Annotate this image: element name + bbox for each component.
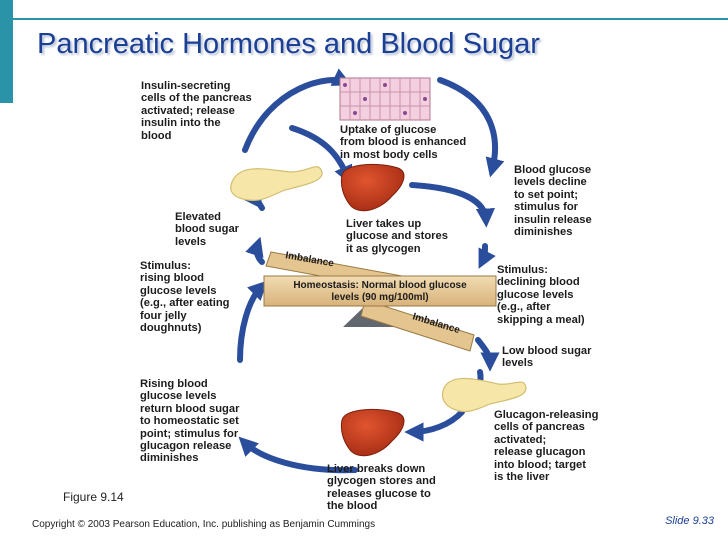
balance-board-homeostasis — [263, 275, 497, 307]
label-liver-takes-up: Liver takes up glucose and stores it as … — [346, 218, 448, 255]
balance-board-imbalance-bottom — [360, 299, 475, 352]
label-low-blood-sugar: Low blood sugar levels — [502, 345, 592, 370]
body-cells-image — [339, 77, 431, 121]
arrow-cells-to-decline — [437, 77, 505, 178]
arrow-liver-to-decline — [409, 182, 495, 228]
arrow-stimulus-to-elevated — [245, 236, 265, 265]
slide-title: Pancreatic Hormones and Blood Sugar — [37, 28, 540, 60]
pancreas-top-image — [230, 166, 323, 201]
label-elevated-blood-sugar: Elevated blood sugar levels — [175, 211, 240, 248]
top-divider-line — [13, 18, 728, 20]
label-uptake-glucose: Uptake of glucose from blood is enhanced… — [340, 124, 467, 161]
sidebar-accent-bar — [0, 0, 13, 103]
label-rising-return: Rising blood glucose levels return blood… — [140, 378, 240, 465]
label-glucagon-releasing: Glucagon-releasing cells of pancreas act… — [494, 409, 599, 484]
label-stimulus-declining: Stimulus: declining blood glucose levels… — [497, 264, 585, 326]
homeostasis-label-line2: levels (90 mg/100ml) — [331, 292, 428, 303]
arrow-liver-to-rising — [238, 436, 358, 474]
arrow-glucagon-to-liver — [404, 409, 465, 442]
homeostasis-label-line1: Homeostasis: Normal blood glucose — [293, 280, 467, 291]
liver-top-image — [340, 163, 405, 212]
liver-bottom-image — [340, 408, 405, 457]
label-liver-breaks-down: Liver breaks down glycogen stores and re… — [327, 463, 436, 513]
pancreas-bottom-image — [441, 377, 527, 413]
label-blood-glucose-decline: Blood glucose levels decline to set poin… — [514, 164, 592, 239]
arrow-decline-to-balance — [478, 243, 496, 269]
arrow-rising-to-balance — [237, 280, 268, 363]
label-insulin-secreting: Insulin-secreting cells of the pancreas … — [141, 80, 252, 142]
slide-number: Slide 9.33 — [665, 515, 714, 527]
copyright-notice: Copyright © 2003 Pearson Education, Inc.… — [32, 519, 376, 530]
figure-caption: Figure 9.14 — [63, 490, 124, 504]
arrow-insulin-to-cells — [242, 68, 352, 153]
label-stimulus-rising: Stimulus: rising blood glucose levels (e… — [140, 260, 230, 335]
arrow-balance-to-low — [475, 337, 500, 372]
